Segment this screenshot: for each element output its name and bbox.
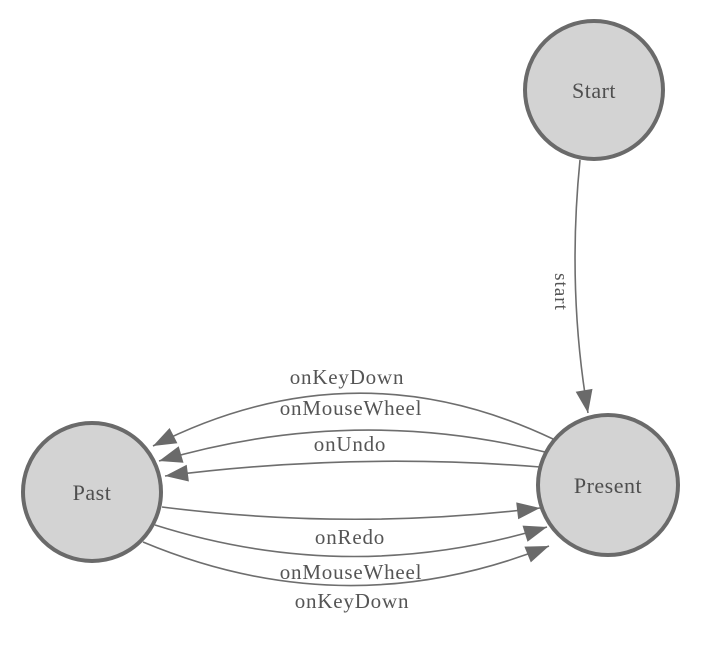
edge-label-onmousewheel-top: onMouseWheel (280, 396, 423, 420)
edge-line-past-to-present-onredo (161, 506, 541, 521)
state-label-present: Present (574, 473, 642, 498)
arrowhead-icon-present-to-past-onundo (165, 464, 189, 482)
edge-label-onundo: onUndo (314, 432, 386, 456)
edge-past-to-present-onredo: onRedo (161, 502, 541, 549)
edge-past-to-present-onmousewheel: onMouseWheel (154, 524, 548, 584)
arrowhead-icon-present-to-past-onmousewheel (159, 446, 184, 463)
arrowhead-icon-present-to-past-onkeydown (153, 428, 178, 446)
state-node-past: Past (21, 421, 163, 563)
state-circle-present (536, 413, 680, 557)
state-circle-start (523, 19, 665, 161)
arrowhead-icon-past-to-present-onmousewheel (522, 525, 547, 542)
edge-present-to-past-onmousewheel: onMouseWheel (158, 396, 546, 463)
edge-label-onmousewheel-bottom: onMouseWheel (280, 560, 423, 584)
edge-line-past-to-present-onmousewheel (154, 524, 548, 558)
state-node-present: Present (536, 413, 680, 557)
edge-line-start-to-present (574, 159, 589, 414)
edge-label-onkeydown-top: onKeyDown (290, 365, 405, 389)
edge-label-start: start (550, 273, 571, 311)
edge-line-present-to-past-onundo (164, 460, 541, 477)
edge-label-onredo: onRedo (315, 525, 385, 549)
state-circle-past (21, 421, 163, 563)
edge-present-to-past-onkeydown: onKeyDown (152, 365, 554, 447)
state-node-start: Start (523, 19, 665, 161)
state-label-past: Past (73, 480, 112, 505)
arrowhead-icon-past-to-present-onredo (516, 502, 540, 520)
arrowhead-icon-start-to-present (575, 388, 593, 413)
state-label-start: Start (572, 78, 616, 103)
edge-label-onkeydown-bottom: onKeyDown (295, 589, 410, 613)
edge-line-present-to-past-onmousewheel (158, 429, 546, 462)
edge-line-present-to-past-onkeydown (152, 392, 554, 447)
edge-start-to-present: start (550, 159, 593, 414)
edge-present-to-past-onundo: onUndo (164, 432, 541, 482)
edge-line-past-to-present-onkeydown (142, 541, 550, 587)
edge-past-to-present-onkeydown: onKeyDown (142, 541, 550, 613)
arrowhead-icon-past-to-present-onkeydown (524, 546, 549, 563)
